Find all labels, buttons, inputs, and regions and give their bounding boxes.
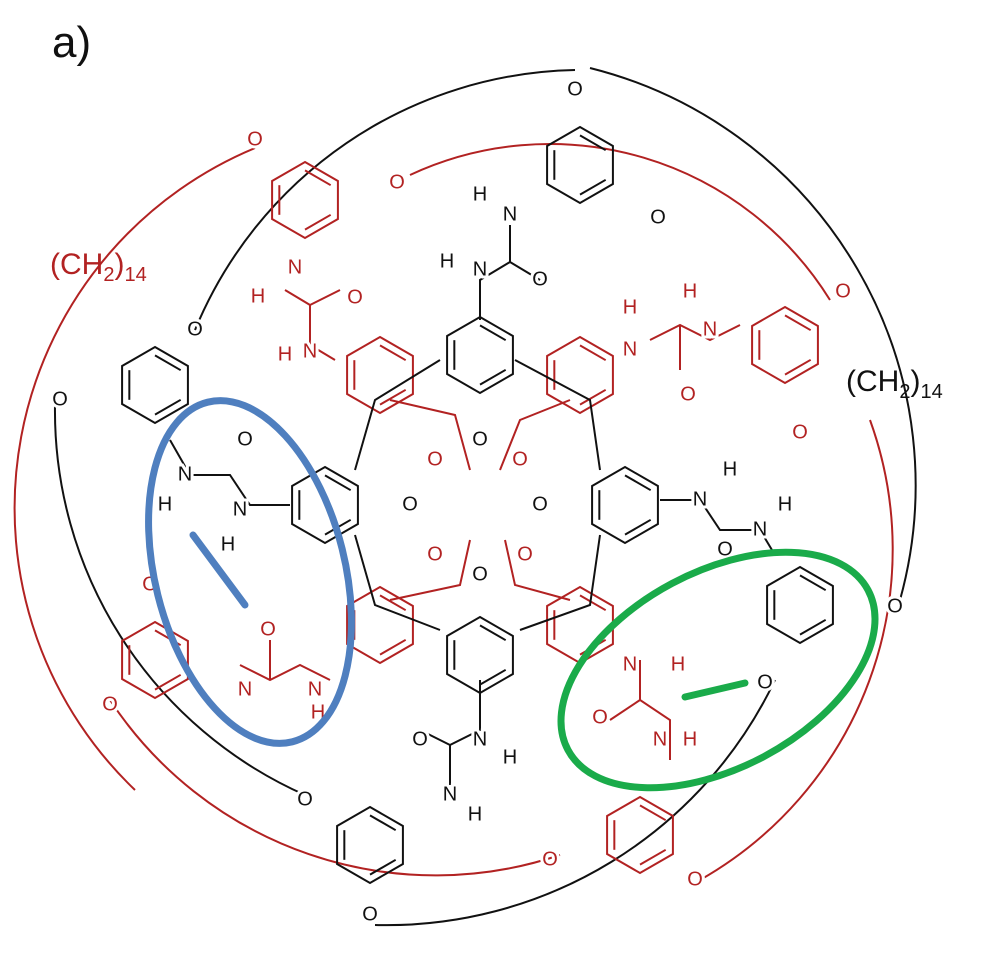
benzene-ring bbox=[346, 335, 414, 415]
oxygen-atom-label: O bbox=[402, 493, 418, 515]
benzene-ring bbox=[751, 305, 819, 385]
hydrogen-atom-label: H bbox=[778, 493, 792, 515]
nitrogen-atom-label: N bbox=[703, 318, 717, 340]
oxygen-atom-label: O bbox=[792, 421, 808, 443]
hydrogen-atom-label: H bbox=[468, 803, 482, 825]
benzene-ring bbox=[346, 585, 414, 665]
calixarene-bridges bbox=[354, 359, 601, 631]
nitrogen-atom-label: N bbox=[473, 728, 487, 750]
oxygen-atom-label: O bbox=[592, 706, 608, 728]
oxygen-atom-label: O bbox=[427, 448, 443, 470]
nitrogen-atom-label: N bbox=[623, 338, 637, 360]
red-macrocycle-arcs bbox=[13, 143, 894, 881]
oxygen-atom-label: O bbox=[567, 78, 583, 100]
blue-dash-mark bbox=[189, 531, 249, 609]
hydrogen-atom-label: H bbox=[683, 280, 697, 302]
oxygen-atom-label: O bbox=[757, 671, 773, 693]
oxygen-atom-label: O bbox=[835, 280, 851, 302]
oxygen-atom-label: O bbox=[650, 206, 666, 228]
hydrogen-atom-label: H bbox=[278, 343, 292, 365]
green-dash-mark bbox=[681, 679, 749, 701]
hydrogen-atom-label: H bbox=[473, 183, 487, 205]
benzene-ring bbox=[591, 465, 659, 545]
benzene-ring bbox=[336, 805, 404, 885]
benzene-ring bbox=[291, 465, 359, 545]
oxygen-atom-label: O bbox=[389, 171, 405, 193]
oxygen-atom-label: O bbox=[187, 318, 203, 340]
benzene-ring bbox=[546, 335, 614, 415]
oxygen-atom-label: O bbox=[887, 595, 903, 617]
oxygen-atom-label: O bbox=[717, 538, 733, 560]
oxygen-atom-label: O bbox=[347, 286, 363, 308]
benzene-ring bbox=[766, 565, 834, 645]
chain-black-sub2: 14 bbox=[920, 381, 943, 403]
oxygen-atom-label: O bbox=[542, 848, 558, 870]
hydrogen-atom-label: H bbox=[221, 533, 235, 555]
chain-black-close: ) bbox=[910, 365, 921, 398]
nitrogen-atom-label: N bbox=[503, 203, 517, 225]
hydrogen-atom-label: H bbox=[671, 653, 685, 675]
oxygen-atom-label: O bbox=[532, 268, 548, 290]
urea-linkers bbox=[169, 225, 776, 785]
oxygen-atom-label: O bbox=[362, 903, 378, 925]
hydrogen-atom-label: H bbox=[623, 296, 637, 318]
chain-label-red: (CH2)14 bbox=[50, 248, 147, 287]
nitrogen-atom-label: N bbox=[288, 256, 302, 278]
calixarene-bridges-red bbox=[389, 399, 571, 601]
black-macrocycle-arcs bbox=[53, 67, 917, 927]
oxygen-atom-label: O bbox=[472, 563, 488, 585]
oxygen-atom-label: O bbox=[512, 448, 528, 470]
chain-red-main: (CH bbox=[50, 248, 104, 281]
nitrogen-atom-label: N bbox=[623, 653, 637, 675]
chain-red-sub2: 14 bbox=[124, 264, 147, 286]
oxygen-atom-label: O bbox=[532, 493, 548, 515]
oxygen-atom-label: O bbox=[517, 543, 533, 565]
oxygen-atom-label: O bbox=[412, 728, 428, 750]
nitrogen-atom-label: N bbox=[303, 340, 317, 362]
oxygen-atom-label: O bbox=[680, 383, 696, 405]
hydrogen-atom-label: H bbox=[440, 250, 454, 272]
oxygen-atom-label: O bbox=[297, 788, 313, 810]
oxygen-atom-label: O bbox=[472, 428, 488, 450]
oxygen-atom-label: O bbox=[427, 543, 443, 565]
hydrogen-atom-label: H bbox=[723, 458, 737, 480]
hydrogen-atom-label: H bbox=[251, 285, 265, 307]
nitrogen-atom-label: N bbox=[233, 498, 247, 520]
nitrogen-atom-label: N bbox=[753, 518, 767, 540]
benzene-ring bbox=[271, 160, 339, 240]
nitrogen-atom-label: N bbox=[178, 463, 192, 485]
chain-red-sub1: 2 bbox=[103, 264, 115, 286]
benzene-ring bbox=[446, 615, 514, 695]
hydrogen-atom-label: H bbox=[503, 746, 517, 768]
oxygen-atom-label: O bbox=[102, 693, 118, 715]
oxygen-atom-label: O bbox=[237, 428, 253, 450]
hydrogen-atom-label: H bbox=[158, 493, 172, 515]
blue-highlight-ellipse bbox=[145, 397, 355, 747]
chain-black-main: (CH bbox=[846, 365, 900, 398]
oxygen-atom-label: O bbox=[52, 388, 68, 410]
oxygen-atom-label: O bbox=[260, 618, 276, 640]
benzene-ring bbox=[546, 125, 614, 205]
panel-label: a) bbox=[52, 18, 92, 67]
nitrogen-atom-label: N bbox=[238, 678, 252, 700]
oxygen-atom-label: O bbox=[687, 868, 703, 890]
hydrogen-atom-label: H bbox=[683, 728, 697, 750]
nitrogen-atom-label: N bbox=[693, 488, 707, 510]
nitrogen-atom-label: N bbox=[653, 728, 667, 750]
benzene-ring bbox=[546, 585, 614, 665]
nitrogen-atom-label: N bbox=[473, 258, 487, 280]
black-aryl-rings bbox=[121, 125, 834, 885]
chain-label-black: (CH2)14 bbox=[846, 365, 943, 404]
benzene-ring bbox=[121, 345, 189, 425]
chain-red-close: ) bbox=[114, 248, 125, 281]
nitrogen-atom-label: N bbox=[308, 678, 322, 700]
oxygen-atom-label: O bbox=[247, 128, 263, 150]
nitrogen-atom-label: N bbox=[443, 783, 457, 805]
benzene-ring bbox=[606, 795, 674, 875]
green-highlight-ellipse bbox=[557, 548, 879, 792]
benzene-ring bbox=[446, 315, 514, 395]
